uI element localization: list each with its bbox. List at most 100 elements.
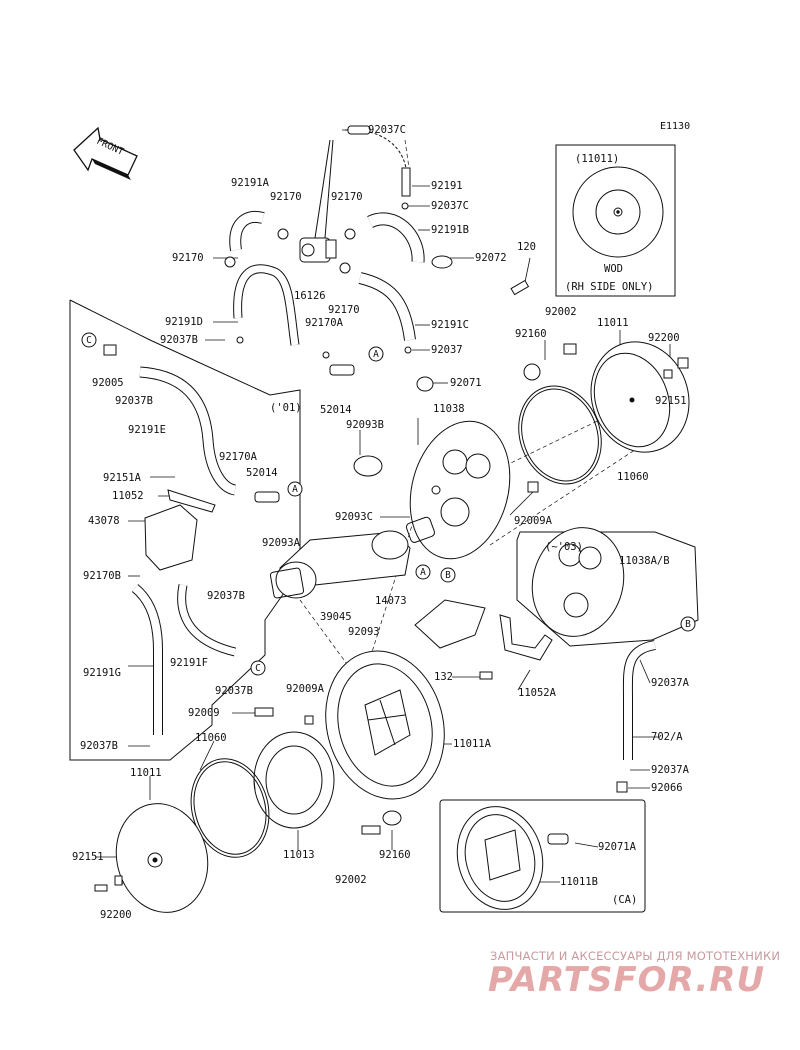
part-label: 92066 xyxy=(651,782,683,794)
bracket-11052A xyxy=(499,614,553,661)
ref-letter-B: B xyxy=(685,619,691,630)
part-label: 11011 xyxy=(130,767,162,779)
part-label: 92071 xyxy=(450,377,482,389)
part-label: 92151A xyxy=(103,472,142,484)
watermark-logo: PARTSFOR.RU xyxy=(488,960,766,1000)
part-label: 120 xyxy=(517,241,536,253)
ref-circles xyxy=(81,332,696,676)
part-labels: 92037C 92191 92191A 92170 92170 92037C 9… xyxy=(72,124,690,921)
part-label: 92191 xyxy=(431,180,463,192)
watermark-tagline: ЗАПЧАСТИ И АКСЕССУАРЫ ДЛЯ МОТОТЕХНИКИ xyxy=(490,949,781,963)
seal-92093A xyxy=(269,567,305,599)
part-label: 92002 xyxy=(545,306,577,318)
bolt-120 xyxy=(510,279,530,296)
gasket-11060-lower xyxy=(190,758,270,858)
part-label: 92009 xyxy=(188,707,220,719)
part-label: 92037A xyxy=(651,764,690,776)
elbow-52014 xyxy=(329,364,355,376)
part-label: 11011A xyxy=(453,738,492,750)
ref-letter-C: C xyxy=(255,663,261,674)
part-label: 39045 xyxy=(320,611,352,623)
part-label: 92037 xyxy=(431,344,463,356)
ref-letter-A: A xyxy=(292,484,298,495)
hose-92191E xyxy=(139,366,237,496)
base-plate-11038 xyxy=(409,420,511,560)
part-label: 92170 xyxy=(172,252,204,264)
part-label: 11038A/B xyxy=(619,555,670,567)
part-label: 92009A xyxy=(514,515,553,527)
inset-wod-title: (11011) xyxy=(575,153,619,165)
duct-14073 xyxy=(275,530,411,599)
hose-702A xyxy=(616,640,657,793)
seal-92093C xyxy=(405,516,436,543)
part-label: 92170 xyxy=(331,191,363,203)
ref-letter-C: C xyxy=(86,335,92,346)
part-label: 92037B xyxy=(207,590,245,602)
inset-wod-line: (RH SIDE ONLY) xyxy=(565,281,654,293)
inset-ca-title: (CA) xyxy=(612,894,637,906)
part-label: 52014 xyxy=(320,404,352,416)
inset-wod-box xyxy=(555,144,676,297)
inset-01-outline xyxy=(69,299,301,761)
hose-92191D xyxy=(233,264,300,346)
filter-11013 xyxy=(253,731,335,829)
part-label: 92005 xyxy=(92,377,124,389)
front-arrow-icon xyxy=(73,126,138,180)
part-label: 16126 xyxy=(294,290,326,302)
part-label: 92191E xyxy=(128,424,166,436)
duct-39045 xyxy=(414,599,486,649)
cover-11011-lower xyxy=(94,803,209,913)
part-label: 92093A xyxy=(262,537,301,549)
part-label: 92160 xyxy=(379,849,411,861)
hose-92191B xyxy=(367,212,425,263)
part-label: 92191C xyxy=(431,319,469,331)
ref-letter-A: A xyxy=(373,349,379,360)
figure-code: E1130 xyxy=(660,121,691,132)
part-label: 92170B xyxy=(83,570,121,582)
part-label: 92191G xyxy=(83,667,121,679)
housing-11011B xyxy=(456,806,569,910)
part-label: 11060 xyxy=(195,732,227,744)
part-label: 14073 xyxy=(375,595,407,607)
part-label: 11060 xyxy=(617,471,649,483)
ref-letter-B: B xyxy=(445,570,451,581)
part-label: 92191F xyxy=(170,657,208,669)
part-label: 92093C xyxy=(335,511,373,523)
part-label: 92093B xyxy=(346,419,384,431)
part-label: 11052 xyxy=(112,490,144,502)
part-label: 702/A xyxy=(651,731,683,743)
part-label: 132 xyxy=(434,671,453,683)
hose-92191F xyxy=(177,584,237,657)
inset-03-title: (~'03) xyxy=(545,541,583,553)
part-label: 11038 xyxy=(433,403,465,415)
housing-11011A xyxy=(325,650,445,800)
part-label: 92037B xyxy=(115,395,153,407)
part-label: 92200 xyxy=(100,909,132,921)
inset-wod-line: WOD xyxy=(604,263,623,275)
part-label: 11013 xyxy=(283,849,315,861)
part-label: 92037C xyxy=(368,124,406,136)
air-cleaner-cover-wod xyxy=(572,166,664,258)
inset-ca-box xyxy=(439,799,646,913)
part-label: 11011B xyxy=(560,876,598,888)
part-label: 92037B xyxy=(80,740,118,752)
hose-92191C xyxy=(358,272,416,341)
part-label: 92200 xyxy=(648,332,680,344)
part-label: 92037A xyxy=(651,677,690,689)
part-label: 92009A xyxy=(286,683,325,695)
part-label: 92037C xyxy=(431,200,469,212)
part-label: 92191A xyxy=(231,177,270,189)
part-label: 11052A xyxy=(518,687,557,699)
part-label: 92072 xyxy=(475,252,507,264)
part-label: 92170 xyxy=(328,304,360,316)
part-label: 43078 xyxy=(88,515,120,527)
canister-43078 xyxy=(144,489,216,571)
part-label: 92037B xyxy=(160,334,198,346)
ref-letter-A: A xyxy=(420,567,426,578)
valve-16126 xyxy=(299,139,337,263)
inset-01-title: ('01) xyxy=(270,402,302,414)
part-label: 92151 xyxy=(72,851,104,863)
part-label: 92151 xyxy=(655,395,687,407)
ref-letters: A C A A B B C xyxy=(86,335,691,674)
